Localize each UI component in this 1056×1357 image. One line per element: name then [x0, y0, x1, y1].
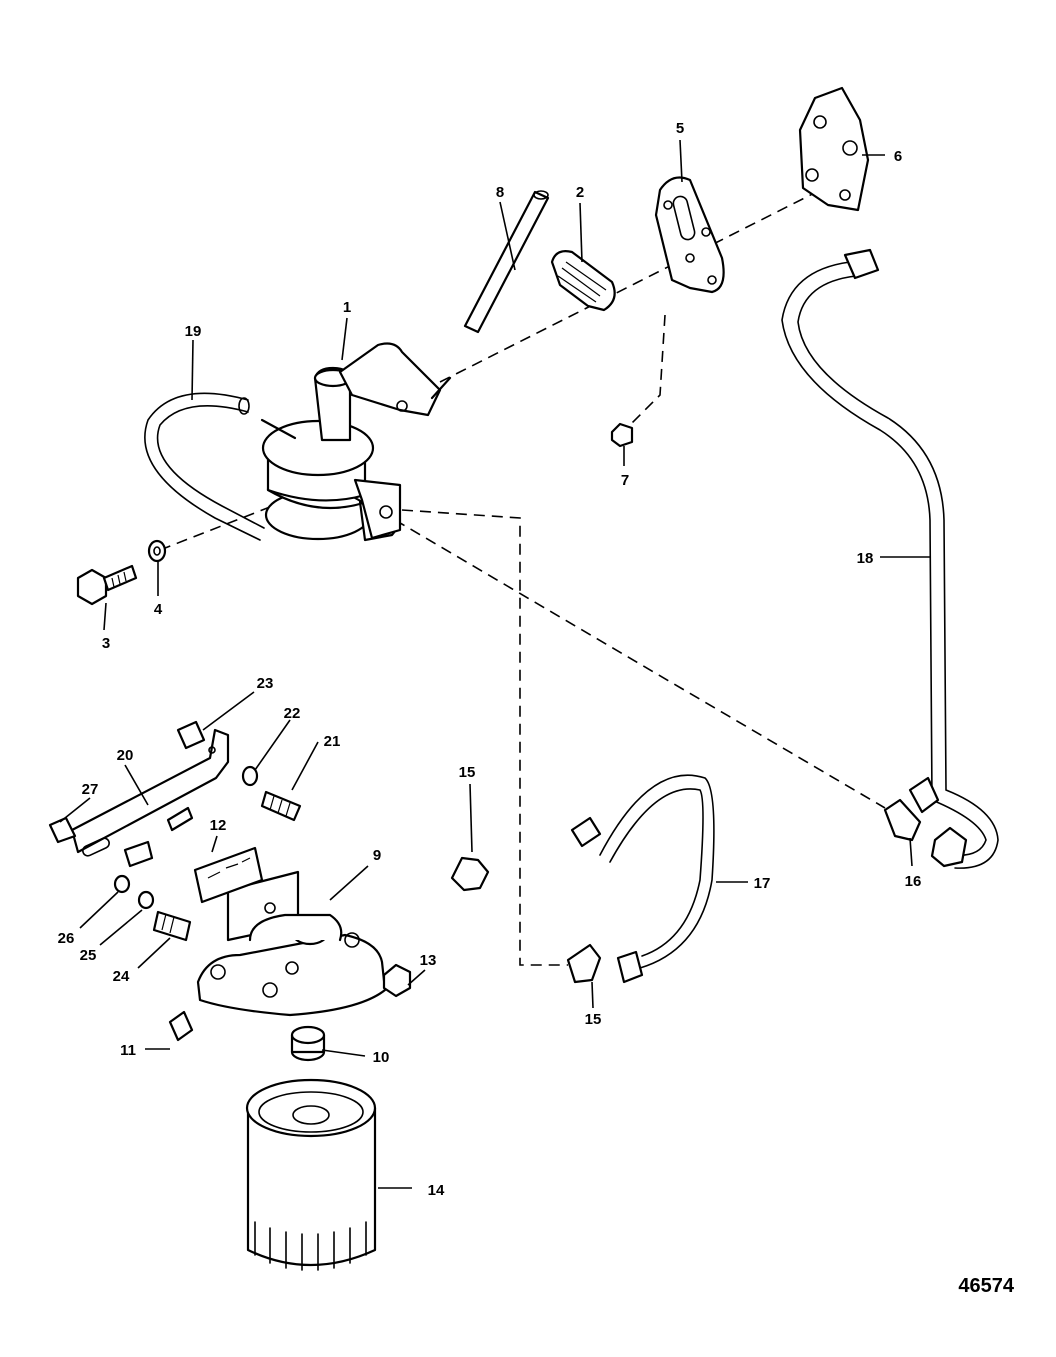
callout-6: 6 — [894, 148, 902, 165]
part-13-nut — [382, 963, 412, 998]
part-26-washer — [113, 874, 131, 894]
part-18-fuel-line — [781, 248, 999, 869]
leader-lines — [59, 139, 930, 1189]
callout-13: 13 — [420, 952, 437, 969]
part-6-plate — [798, 86, 870, 212]
callout-3: 3 — [102, 635, 110, 652]
part-2-gasket — [550, 250, 616, 312]
callout-20: 20 — [117, 747, 134, 764]
part-7-bolt — [610, 422, 634, 448]
stud-lower — [123, 840, 154, 868]
callout-7: 7 — [621, 472, 629, 489]
part-27-spacer — [48, 816, 77, 844]
callout-21: 21 — [324, 733, 341, 750]
part-5-plate — [654, 176, 725, 294]
callout-16: 16 — [905, 873, 922, 890]
callout-15-lower: 15 — [585, 1011, 602, 1028]
part-3-bolt — [76, 564, 138, 606]
part-4-washer — [147, 539, 167, 563]
part-1-fuel-pump — [260, 342, 452, 542]
callout-26: 26 — [58, 930, 75, 947]
callout-14: 14 — [428, 1182, 445, 1199]
part-23-spacer — [176, 720, 206, 750]
callouts: 1 2 3 4 5 6 7 8 9 10 11 12 13 14 15 15 1… — [58, 120, 922, 1199]
callout-2: 2 — [576, 184, 584, 201]
callout-1: 1 — [343, 299, 351, 316]
callout-19: 19 — [185, 323, 202, 340]
part-14-filter — [245, 1078, 377, 1271]
callout-22: 22 — [284, 705, 301, 722]
callout-8: 8 — [496, 184, 504, 201]
callout-24: 24 — [113, 968, 130, 985]
part-8-hose — [463, 190, 550, 334]
part-11-plug — [168, 1010, 194, 1042]
callout-15-upper: 15 — [459, 764, 476, 781]
part-17-fuel-line — [570, 774, 715, 984]
part-12-bracket — [193, 846, 264, 904]
part-10-adapter — [290, 1025, 326, 1062]
callout-11: 11 — [120, 1042, 136, 1059]
callout-12: 12 — [210, 817, 227, 834]
stud-upper — [166, 806, 194, 832]
figure-number: 46574 — [958, 1275, 1014, 1297]
callout-17: 17 — [754, 875, 771, 892]
part-15-fitting-upper — [450, 856, 490, 892]
part-20-bracket — [70, 728, 230, 857]
part-15-fitting-lower — [566, 943, 602, 984]
part-16-nut — [930, 826, 968, 868]
part-22-washer — [241, 765, 259, 787]
part-25-washer — [137, 890, 155, 910]
callout-10: 10 — [373, 1049, 390, 1066]
assembly-lines — [159, 169, 886, 966]
callout-5: 5 — [676, 120, 684, 137]
callout-25: 25 — [80, 947, 97, 964]
callout-27: 27 — [82, 781, 99, 798]
part-21-bolt — [260, 790, 302, 822]
callout-4: 4 — [154, 601, 163, 618]
callout-23: 23 — [257, 675, 274, 692]
part-9-filter-head — [196, 870, 387, 1017]
part-19-hose — [144, 392, 265, 541]
callout-9: 9 — [373, 847, 381, 864]
callout-18: 18 — [857, 550, 874, 567]
part-16-elbow — [883, 776, 940, 842]
part-24-bolt — [152, 910, 192, 942]
